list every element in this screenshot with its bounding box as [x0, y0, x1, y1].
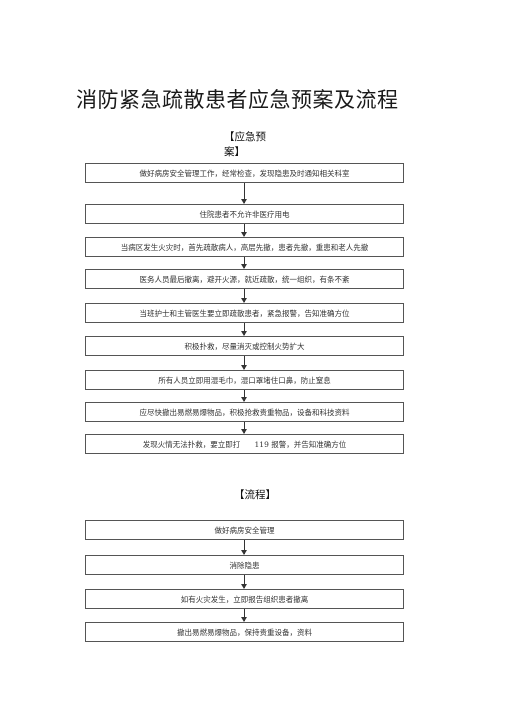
plan-arrow-8: [241, 422, 247, 434]
plan-arrow-5: [241, 323, 247, 336]
flow-arrow-3: [241, 609, 247, 622]
flow-arrow-1: [241, 540, 247, 555]
plan-arrow-3: [241, 257, 247, 269]
page-title: 消防紧急疏散患者应急预案及流程: [76, 88, 399, 112]
plan-step-8: 应尽快撤出易燃易爆物品，积极抢救贵重物品，设备和科技资料: [85, 402, 404, 422]
plan-arrow-7: [241, 390, 247, 402]
flow-step-2: 消除隐患: [85, 555, 404, 575]
plan-section-label: 【应急预案】: [224, 131, 266, 158]
plan-step-4: 医务人员最后撤离，避开火源，就近疏散，统一组织，有条不紊: [85, 269, 404, 289]
plan-arrow-4: [241, 289, 247, 303]
flow-step-1: 做好病房安全管理: [85, 520, 404, 540]
flow-step-3: 如有火灾发生，立即报告组织患者撤离: [85, 589, 404, 609]
flow-section-label: 【流程】: [234, 489, 276, 501]
plan-arrow-2: [241, 224, 247, 237]
plan-step-3: 当病区发生火灾时，首先疏散病人，高层先撤，患者先撤，重患和老人先撤: [85, 237, 404, 257]
plan-step-6: 积极扑救，尽量消灭或控制火势扩大: [85, 336, 404, 356]
plan-arrow-6: [241, 356, 247, 370]
plan-arrow-1: [241, 183, 247, 204]
flow-arrow-2: [241, 575, 247, 589]
plan-step-2: 住院患者不允许非医疗用电: [85, 204, 404, 224]
flow-step-4: 撤出易燃易爆物品，保持贵重设备，资料: [85, 622, 404, 642]
plan-step-9: 发现火情无法扑救，要立即打 119 报警，并告知准确方位: [85, 434, 404, 454]
plan-step-7: 所有人员立即用湿毛巾，湿口罩堵住口鼻，防止窒息: [85, 370, 404, 390]
plan-step-1: 做好病房安全管理工作，经常检查，发现隐患及时通知相关科室: [85, 163, 404, 183]
plan-step-5: 当班护士和主管医生要立即疏散患者，紧急报警，告知准确方位: [85, 303, 404, 323]
